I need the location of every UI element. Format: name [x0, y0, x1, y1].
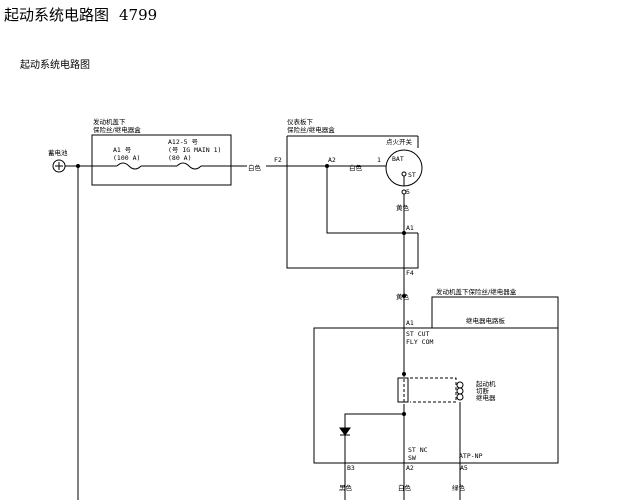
- page-title-text: 起动系统电路图: [4, 6, 110, 24]
- pin-a1-relay: A1: [406, 319, 414, 327]
- st-cut-label: ST CUT: [406, 330, 430, 338]
- black-wire: [344, 413, 404, 500]
- starter-relay-label-1: 起动机: [476, 379, 496, 388]
- pin-a2-relay: A2: [406, 464, 414, 472]
- wire-color-white-bottom: 白色: [398, 483, 412, 492]
- page-number: 4799: [119, 6, 158, 24]
- dash-fuse-box: [286, 136, 419, 269]
- fuse-a12-label: A12-5 号: [168, 138, 198, 146]
- sw-label: SW: [408, 454, 416, 462]
- fly-com-label: FLY COM: [406, 338, 433, 346]
- pin-a1-dash: A1: [406, 224, 414, 232]
- junction-dot: [76, 164, 80, 168]
- battery-label: 蓄电池: [48, 148, 68, 157]
- relay-board-label: 继电器电路板: [466, 316, 506, 325]
- fuse-a1-symbol: [116, 162, 142, 170]
- switch-pin-1: 1: [377, 156, 381, 164]
- pin-a2-dash: A2: [328, 156, 336, 164]
- pin-a5: A5: [460, 464, 468, 472]
- starter-relay-label-2: 切断: [476, 386, 490, 395]
- fuse-box-dash-label-2: 保险丝/继电器盒: [287, 125, 335, 134]
- fuse-box-under-hood-label-1: 发动机盖下: [93, 117, 126, 126]
- fuse-box-under-hood-label-2: 保险丝/继电器盒: [93, 125, 141, 134]
- page-title: 起动系统电路图 4799: [4, 4, 157, 25]
- switch-pin-5: 5: [406, 188, 410, 196]
- wire-color-white: 白色: [248, 163, 262, 172]
- starter-relay-label-3: 继电器: [476, 393, 496, 402]
- wire-color-black: 黑色: [339, 483, 353, 492]
- wire-color-yellow-2: 黄色: [396, 292, 410, 301]
- fuse-a12-rating: (80 A): [168, 154, 191, 162]
- fuse-a1-rating: (100 A): [113, 154, 140, 162]
- diode-symbol: [339, 427, 351, 436]
- pin-f4: F4: [406, 269, 414, 277]
- ignition-switch-label: 点火开关: [386, 137, 413, 146]
- pin-b3: B3: [347, 464, 355, 472]
- wire-color-white-2: 白色: [349, 163, 363, 172]
- relay-box: [313, 327, 559, 464]
- switch-pos-st: ST: [408, 171, 416, 179]
- under-hood-fuse-box: [91, 134, 232, 186]
- wire-color-yellow-1: 黄色: [396, 203, 410, 212]
- fuse-a12-symbol: [176, 162, 202, 170]
- pin-f2: F2: [274, 156, 282, 164]
- relay-box-title: 发动机盖下保险丝/继电器盒: [436, 287, 517, 296]
- fuse-a1-label: A1 号: [113, 146, 132, 154]
- st-nc-label: ST NC: [408, 446, 428, 454]
- switch-pos-bat: BAT: [392, 155, 404, 163]
- dash-box-inner-wire: [326, 166, 418, 234]
- atp-np-label: ATP-NP: [459, 452, 483, 460]
- diagram-title: 起动系统电路图: [20, 60, 90, 71]
- wire-color-green: 绿色: [452, 483, 466, 492]
- fuse-box-dash-label-1: 仪表板下: [287, 117, 314, 126]
- fuse-a12-name: (号 IG MAIN 1): [168, 146, 221, 154]
